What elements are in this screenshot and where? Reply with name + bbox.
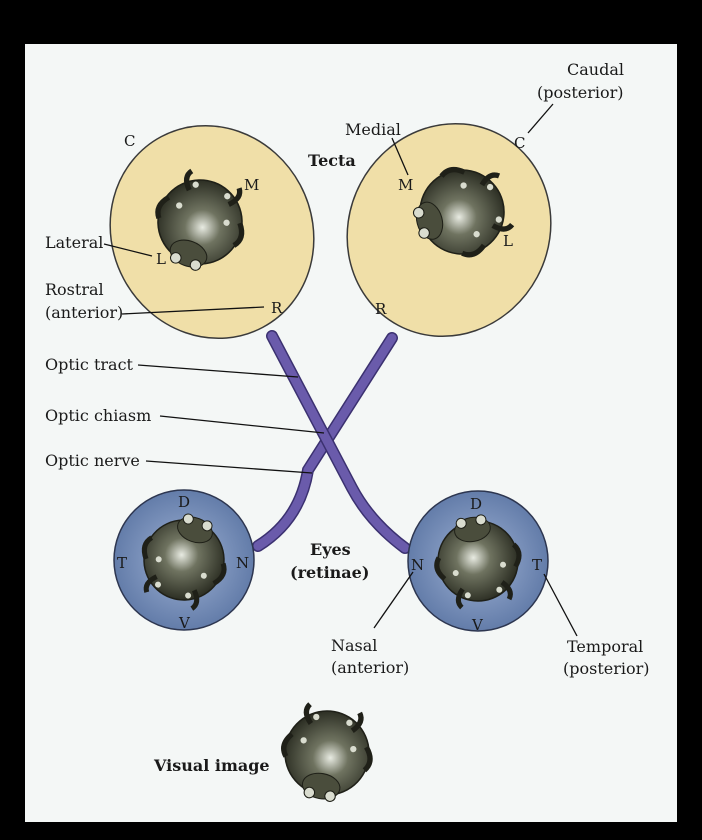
tecta-title: Tecta xyxy=(308,151,356,170)
left-tectum-lateral-letter: L xyxy=(156,250,166,268)
right-tectum-medial-letter: M xyxy=(398,176,413,194)
optic-chiasm-label: Optic chiasm xyxy=(45,406,151,425)
eyes-title-line1: Eyes xyxy=(310,540,351,559)
left-tectum-medial-letter: M xyxy=(244,176,259,194)
right-eye-nasal-letter: N xyxy=(411,556,424,574)
left-eye-ventral-letter: V xyxy=(178,614,191,632)
left-tectum-caudal-letter: C xyxy=(124,132,135,150)
temporal-label-line2: (posterior) xyxy=(563,659,650,678)
left-eye-temporal-letter: T xyxy=(117,554,127,572)
lateral-label: Lateral xyxy=(45,233,103,252)
right-eye-temporal-letter: T xyxy=(532,556,542,574)
right-tectum-rostral-letter: R xyxy=(375,300,387,318)
right-eye-ventral-letter: V xyxy=(471,616,484,634)
optic-tract-label: Optic tract xyxy=(45,355,134,374)
medial-label: Medial xyxy=(345,120,401,139)
right-tectum-lateral-letter: L xyxy=(503,232,513,250)
caudal-label-line1: Caudal xyxy=(567,60,624,79)
left-eye-nasal-letter: N xyxy=(236,554,249,572)
optic-nerve-label: Optic nerve xyxy=(45,451,140,470)
right-eye-dorsal-letter: D xyxy=(470,495,482,513)
leader-lines xyxy=(103,103,578,637)
right-tectum xyxy=(346,122,552,338)
right-eye xyxy=(407,490,549,632)
right-tectum-caudal-letter: C xyxy=(514,134,525,152)
rostral-label-line1: Rostral xyxy=(45,280,104,299)
nasal-label-line1: Nasal xyxy=(331,636,377,655)
left-tectum xyxy=(109,124,315,340)
visual-image-frog xyxy=(276,701,378,807)
left-eye-dorsal-letter: D xyxy=(178,493,190,511)
visual-image-label: Visual image xyxy=(153,756,270,775)
rostral-label-line2: (anterior) xyxy=(45,303,123,322)
eyes-title-line2: (retinae) xyxy=(290,563,369,582)
left-tectum-rostral-letter: R xyxy=(271,299,283,317)
temporal-label-line1: Temporal xyxy=(567,637,643,656)
left-eye xyxy=(113,489,255,631)
caudal-label-line2: (posterior) xyxy=(537,83,624,102)
nasal-label-line2: (anterior) xyxy=(331,658,409,677)
optic-pathways xyxy=(252,330,411,554)
